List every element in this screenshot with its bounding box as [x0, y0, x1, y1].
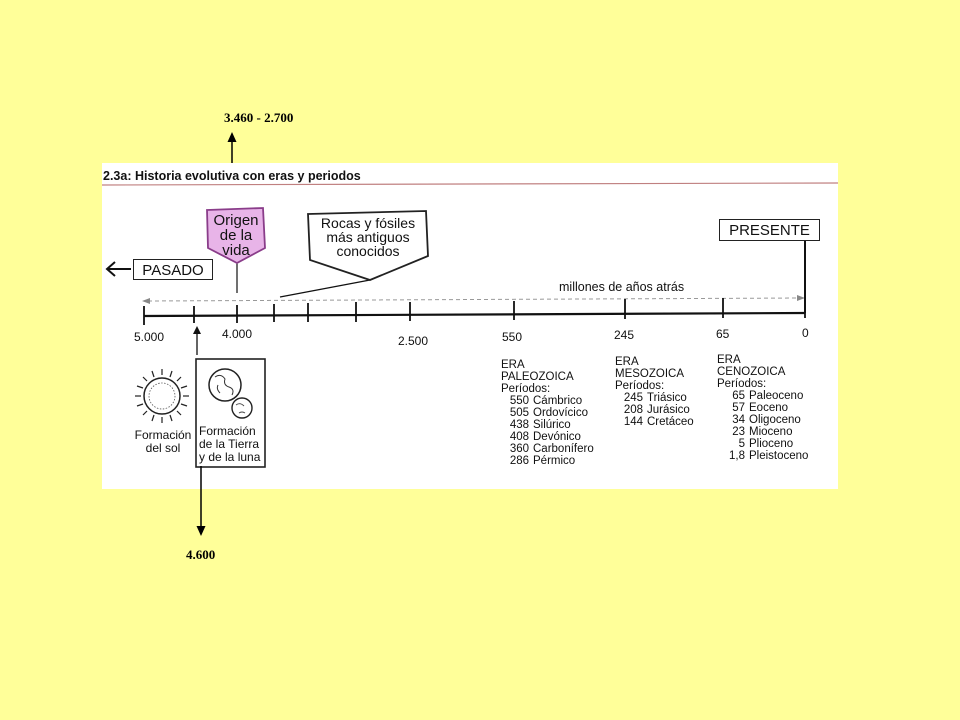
moon-icon [231, 397, 253, 419]
period-start: 5 [738, 438, 745, 450]
figure-drawing [102, 182, 838, 468]
period-row: 5 Plioceno [717, 438, 808, 450]
period-start: 505 [509, 407, 529, 419]
period-row: 23 Mioceno [717, 426, 808, 438]
tick-label-4000: 4.000 [222, 327, 253, 341]
period-start: 286 [509, 455, 529, 467]
annotation-top: 3.460 - 2.700 [224, 110, 294, 125]
timeline-figure: 2.3a: Historia evolutiva con eras y peri… [102, 163, 838, 489]
period-row: 360 Carbonífero [501, 443, 594, 455]
period-row: 57 Eoceno [717, 402, 808, 414]
range-arrowhead-right [797, 295, 805, 301]
range-dashed-line [147, 297, 803, 302]
pasado-box: PASADO [133, 259, 213, 280]
period-start: 57 [732, 402, 745, 414]
period-start: 438 [509, 419, 529, 431]
period-start: 65 [732, 390, 745, 402]
tick-label-550: 550 [502, 330, 523, 344]
tick-label-0: 0 [802, 326, 809, 340]
tick-label-65: 65 [716, 327, 730, 341]
rocks-label: Rocas y fósiles más antiguos conocidos [320, 215, 416, 259]
title-rule [102, 182, 838, 186]
period-name: Pérmico [533, 455, 576, 467]
figure-title: 2.3a: Historia evolutiva con eras y peri… [103, 169, 361, 183]
presente-box: PRESENTE [719, 219, 820, 241]
period-row: 438 Silúrico [501, 419, 594, 431]
earth-icon [208, 368, 242, 402]
period-start: 245 [623, 392, 643, 404]
tick-label-245: 245 [614, 328, 635, 342]
period-row: 408 Devónico [501, 431, 594, 443]
period-name: Ordovícico [533, 407, 588, 419]
rocks-shape [307, 210, 429, 281]
period-name: Triásico [647, 392, 687, 404]
periods-list-mesozoica: 245 Triásico 208 Jurásico 144 Cretáceo [615, 392, 694, 428]
axis-label: millones de años atrás [556, 281, 688, 294]
origin-label: Origen de la vida [213, 212, 259, 259]
period-row: 245 Triásico [615, 392, 694, 404]
sun-icon [135, 369, 189, 423]
period-name: Cámbrico [533, 395, 583, 407]
period-name: Silúrico [533, 419, 571, 431]
rocks-connector [279, 279, 371, 298]
period-start: 23 [732, 426, 745, 438]
period-name: Devónico [533, 431, 581, 443]
period-name: Cretáceo [647, 416, 694, 428]
period-start: 208 [623, 404, 643, 416]
period-row: 208 Jurásico [615, 404, 694, 416]
period-name: Carbonífero [533, 443, 594, 455]
period-name: Jurásico [647, 404, 690, 416]
pasado-arrowhead [105, 261, 116, 277]
period-start: 550 [509, 395, 529, 407]
period-row: 550 Cámbrico [501, 395, 594, 407]
tick-label-5000: 5.000 [134, 330, 165, 344]
period-name: Pleistoceno [749, 450, 809, 462]
timeline-axis [143, 311, 806, 318]
annotation-bottom-arrow [196, 466, 206, 536]
period-row: 34 Oligoceno [717, 414, 808, 426]
period-start: 360 [509, 443, 529, 455]
axis-ticks [143, 298, 806, 325]
period-row: 1,8 Pleistoceno [717, 450, 808, 462]
period-start: 34 [732, 414, 745, 426]
period-row: 65 Paleoceno [717, 390, 808, 402]
annotation-bottom: 4.600 [186, 547, 216, 562]
earth-connector-arrowhead [193, 326, 201, 334]
sun-caption: Formación del sol [134, 428, 192, 455]
period-start: 408 [509, 431, 529, 443]
period-row: 286 Pérmico [501, 455, 594, 467]
period-start: 144 [623, 416, 643, 428]
period-start: 1,8 [729, 450, 745, 462]
period-name: Paleoceno [749, 390, 804, 402]
period-name: Mioceno [749, 426, 793, 438]
earth-caption: Formación de la Tierra y de la luna [199, 424, 261, 464]
period-name: Eoceno [749, 402, 789, 414]
period-row: 144 Cretáceo [615, 416, 694, 428]
period-row: 505 Ordovícico [501, 407, 594, 419]
periods-list-paleozoica: 550 Cámbrico 505 Ordovícico 438 Silúrico 408 De… [501, 395, 594, 467]
tick-label-2500: 2.500 [398, 334, 429, 348]
range-arrowhead-left [142, 298, 150, 304]
origin-shape [206, 207, 266, 265]
period-name: Plioceno [749, 438, 794, 450]
period-name: Oligoceno [749, 414, 801, 426]
